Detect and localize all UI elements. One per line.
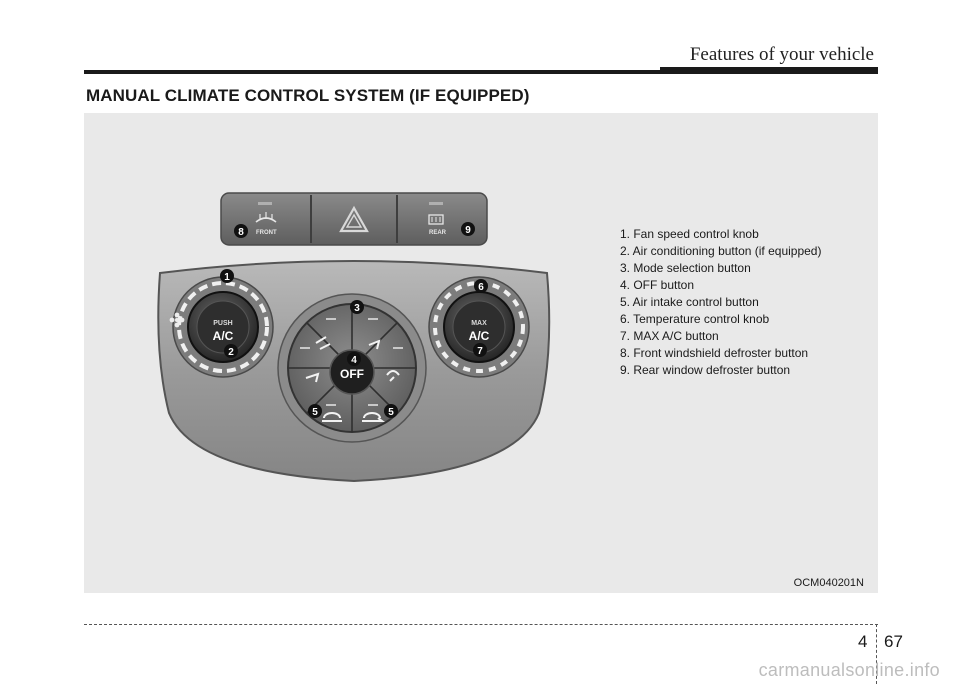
svg-text:8: 8 (238, 227, 244, 238)
legend-item: 4. OFF button (620, 278, 695, 292)
push-label: PUSH (213, 320, 232, 327)
figure-legend: 1. Fan speed control knob 2. Air conditi… (620, 226, 821, 379)
callout-4: 4 (347, 352, 361, 366)
defroster-bar: FRONT REAR (220, 192, 488, 246)
callout-8: 8 (234, 224, 248, 238)
figure-code: OCM040201N (793, 577, 864, 589)
header-rule-accent (660, 67, 878, 74)
callout-9: 9 (461, 222, 475, 236)
footer-divider (876, 624, 877, 684)
section-heading: MANUAL CLIMATE CONTROL SYSTEM (IF EQUIPP… (86, 86, 530, 105)
legend-item: 9. Rear window defroster button (620, 363, 791, 377)
fresh-air-icon (322, 412, 342, 422)
callout-7: 7 (473, 343, 487, 357)
svg-text:2: 2 (228, 347, 234, 358)
floor-defrost-icon (386, 370, 400, 382)
page-number: 67 (884, 632, 903, 651)
legend-item: 6. Temperature control knob (620, 312, 770, 326)
fan-icon (169, 312, 185, 328)
legend-item: 3. Mode selection button (620, 261, 751, 275)
callout-1: 1 (220, 269, 234, 283)
svg-text:7: 7 (477, 346, 483, 357)
ac-label: A/C (213, 329, 234, 343)
temperature-knob: MAX A/C (428, 276, 530, 378)
recirculate-icon (362, 412, 385, 422)
watermark: carmanualsonline.info (758, 660, 940, 680)
callout-3: 3 (350, 300, 364, 314)
svg-text:5: 5 (388, 407, 394, 418)
callout-5a: 5 (308, 404, 322, 418)
callout-6: 6 (474, 279, 488, 293)
rear-label: REAR (429, 230, 447, 236)
max-ac-label: A/C (469, 329, 490, 343)
svg-text:4: 4 (351, 355, 357, 366)
legend-item: 8. Front windshield defroster button (620, 346, 809, 360)
face-vent-icon (315, 336, 331, 350)
svg-text:3: 3 (354, 303, 360, 314)
svg-text:9: 9 (465, 225, 471, 236)
legend-item: 7. MAX A/C button (620, 329, 719, 343)
fan-speed-knob: PUSH A/C (169, 276, 274, 378)
chapter-number: 4 (858, 632, 868, 651)
legend-item: 2. Air conditioning button (if equipped) (620, 244, 822, 258)
front-defrost-icon (255, 212, 277, 223)
max-label: MAX (471, 320, 487, 327)
svg-text:6: 6 (478, 282, 484, 293)
callout-5b: 5 (384, 404, 398, 418)
callout-2: 2 (224, 344, 238, 358)
climate-panel-illustration: FRONT REAR PUSH A/C (157, 192, 551, 483)
off-label: OFF (340, 367, 364, 381)
svg-text:5: 5 (312, 407, 318, 418)
running-header: Features of your vehicle (689, 44, 874, 65)
legend-item: 5. Air intake control button (620, 295, 759, 309)
mode-dial: OFF (277, 293, 427, 443)
rear-defrost-icon (428, 214, 444, 225)
svg-text:1: 1 (224, 272, 230, 283)
climate-control-figure: FRONT REAR PUSH A/C (84, 113, 878, 593)
footer-rule (84, 624, 878, 625)
header-rule (84, 70, 878, 74)
legend-item: 1. Fan speed control knob (620, 227, 759, 241)
front-label: FRONT (256, 230, 277, 236)
hazard-icon (339, 205, 369, 233)
bilevel-vent-icon (368, 339, 381, 350)
floor-vent-icon (305, 372, 320, 383)
